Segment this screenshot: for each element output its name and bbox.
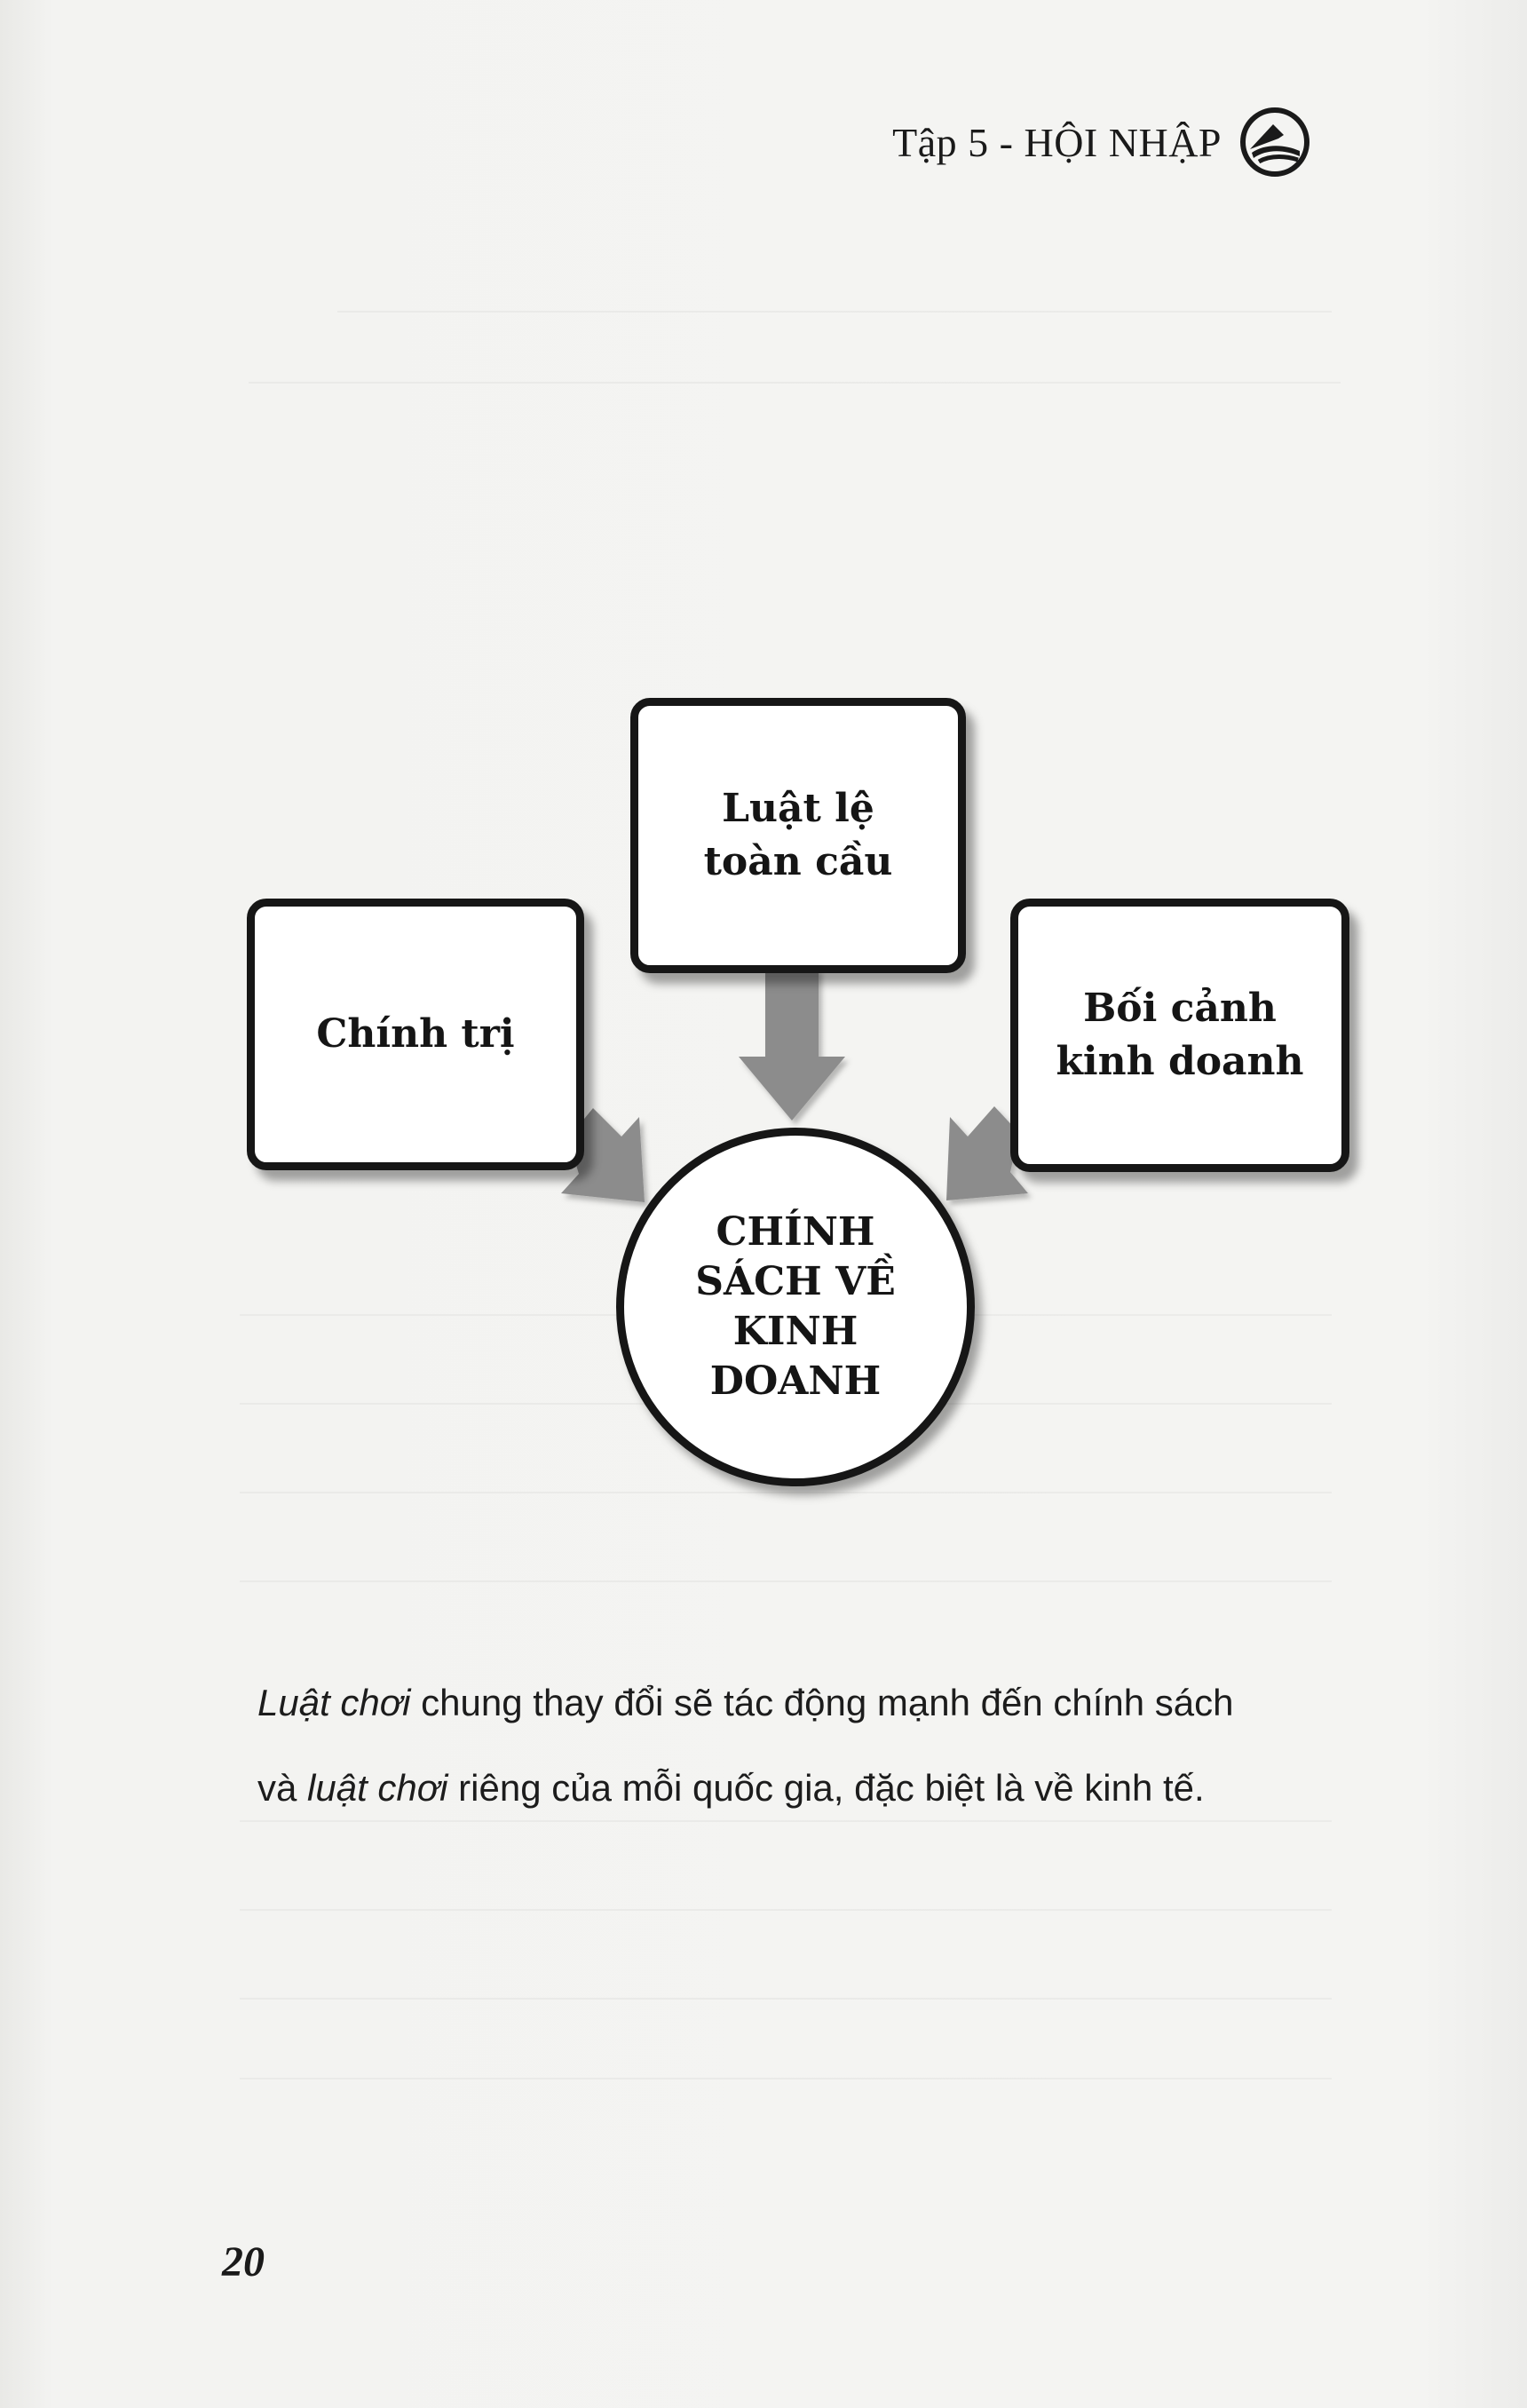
caption-line-2: và luật chơi riêng của mỗi quốc gia, đặc…	[257, 1746, 1305, 1831]
gray-arrow-icon	[739, 968, 845, 1121]
page-number: 20	[222, 2238, 265, 2285]
caption-text: chung thay đổi sẽ tác động mạnh đến chín…	[410, 1682, 1234, 1723]
node-global-rules: Luật lệ toàn cầu	[630, 698, 966, 973]
caption-text: riêng của mỗi quốc gia, đặc biệt là về k…	[447, 1767, 1205, 1809]
node-business-context-label: Bối cảnh kinh doanh	[1056, 986, 1304, 1084]
node-business-context: Bối cảnh kinh doanh	[1010, 899, 1349, 1172]
caption-text: và	[257, 1767, 308, 1809]
header-title: Tập 5 - HỘI NHẬP	[892, 119, 1222, 165]
running-header: Tập 5 - HỘI NHẬP	[892, 105, 1312, 179]
node-business-policy-label: CHÍNH SÁCH VỀ KINH DOANH	[695, 1209, 896, 1404]
node-business-policy: CHÍNH SÁCH VỀ KINH DOANH	[616, 1128, 975, 1486]
node-politics: Chính trị	[247, 899, 584, 1170]
mountain-circle-logo-icon	[1240, 107, 1309, 177]
caption-emphasis: Luật chơi	[257, 1682, 411, 1723]
caption-line-1: Luật chơi chung thay đổi sẽ tác động mạn…	[257, 1660, 1305, 1746]
node-politics-label: Chính trị	[316, 1011, 515, 1057]
node-global-rules-label: Luật lệ toàn cầu	[703, 786, 893, 884]
caption-paragraph: Luật chơi chung thay đổi sẽ tác động mạn…	[257, 1660, 1305, 1831]
gray-arrow-icon	[946, 1106, 1028, 1200]
caption-emphasis: luật chơi	[307, 1767, 448, 1809]
